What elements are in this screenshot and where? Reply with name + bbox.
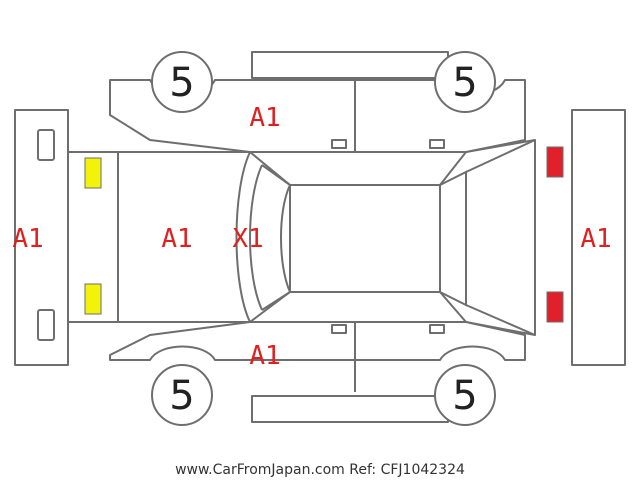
headlight-top-marker (84, 157, 102, 189)
taillight-top-marker (546, 146, 564, 178)
side-panel-bottom (109, 321, 526, 423)
taillight-bottom-marker (546, 291, 564, 323)
rear-bumper (571, 109, 626, 366)
tire-front-right-label: 5 (169, 373, 194, 419)
tire-rear-right-label: 5 (452, 373, 477, 419)
mark-hood-bottom: A1 (249, 341, 280, 371)
tire-front-right: 5 (151, 364, 213, 426)
mark-hood-top: A1 (249, 103, 280, 133)
mark-front-bumper: A1 (12, 224, 43, 254)
tire-front-left-label: 5 (169, 60, 194, 106)
tire-front-left: 5 (151, 51, 213, 113)
tire-rear-left-label: 5 (452, 60, 477, 106)
headlight-bottom-marker (84, 283, 102, 315)
mark-front-body: A1 (161, 224, 192, 254)
side-panel-top (109, 51, 526, 153)
mark-windshield: X1 (232, 224, 263, 254)
tire-rear-right: 5 (434, 364, 496, 426)
front-bumper (14, 109, 69, 366)
car-body (67, 139, 536, 336)
mark-rear-bumper: A1 (580, 224, 611, 254)
footer-reference: www.CarFromJapan.com Ref: CFJ1042324 (175, 462, 465, 478)
tire-rear-left: 5 (434, 51, 496, 113)
